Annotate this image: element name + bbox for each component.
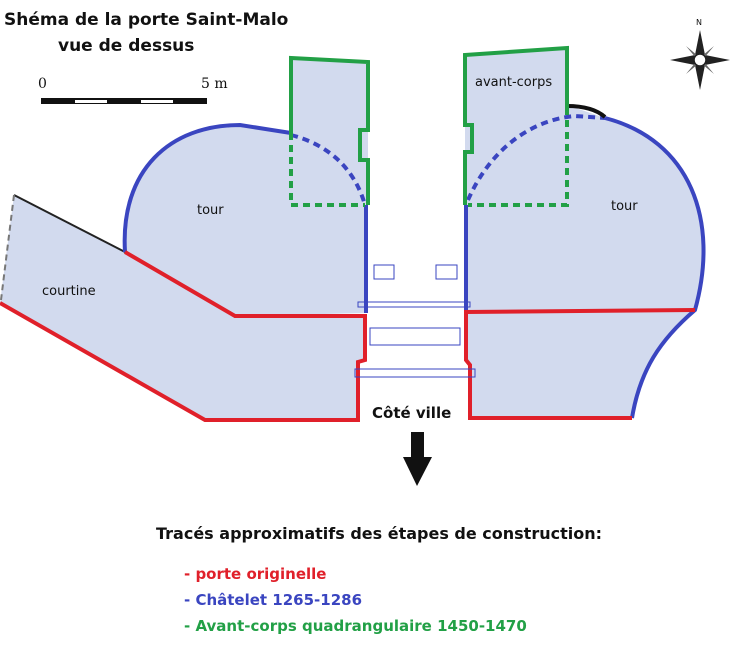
passage-details bbox=[354, 264, 476, 378]
label-tour-right: tour bbox=[611, 199, 638, 214]
left-tower-area bbox=[124, 58, 368, 316]
compass-north: N bbox=[696, 18, 702, 27]
title-line1: Shéma de la porte Saint-Malo bbox=[4, 10, 289, 30]
compass-rose-icon bbox=[670, 30, 730, 90]
porte-originelle-lines bbox=[0, 250, 696, 422]
black-arc bbox=[566, 104, 607, 119]
legend-title: Tracés approximatifs des étapes de const… bbox=[156, 524, 603, 543]
courtine-area bbox=[0, 195, 365, 420]
label-cote-ville: Côté ville bbox=[372, 404, 452, 422]
label-tour-left: tour bbox=[197, 203, 224, 218]
label-courtine: courtine bbox=[42, 284, 96, 299]
scale-start: 0 bbox=[38, 76, 47, 92]
legend-item-avant-corps: - Avant-corps quadrangulaire 1450-1470 bbox=[184, 617, 527, 635]
scale-end: 5 m bbox=[201, 76, 228, 92]
legend-item-porte-originelle: - porte originelle bbox=[184, 565, 327, 583]
title-line2: vue de dessus bbox=[58, 36, 195, 56]
scale-bar bbox=[41, 98, 207, 104]
label-avant-corps: avant-corps bbox=[475, 75, 553, 90]
right-tower-area bbox=[465, 48, 704, 418]
courtine-wall-line bbox=[13, 194, 126, 253]
courtine-dashed-line bbox=[0, 194, 15, 301]
avant-corps-lines bbox=[289, 45, 569, 207]
legend-item-chatelet: - Châtelet 1265-1286 bbox=[184, 591, 363, 609]
arrow-down-icon bbox=[403, 432, 432, 486]
chatelet-lines bbox=[122, 113, 706, 419]
